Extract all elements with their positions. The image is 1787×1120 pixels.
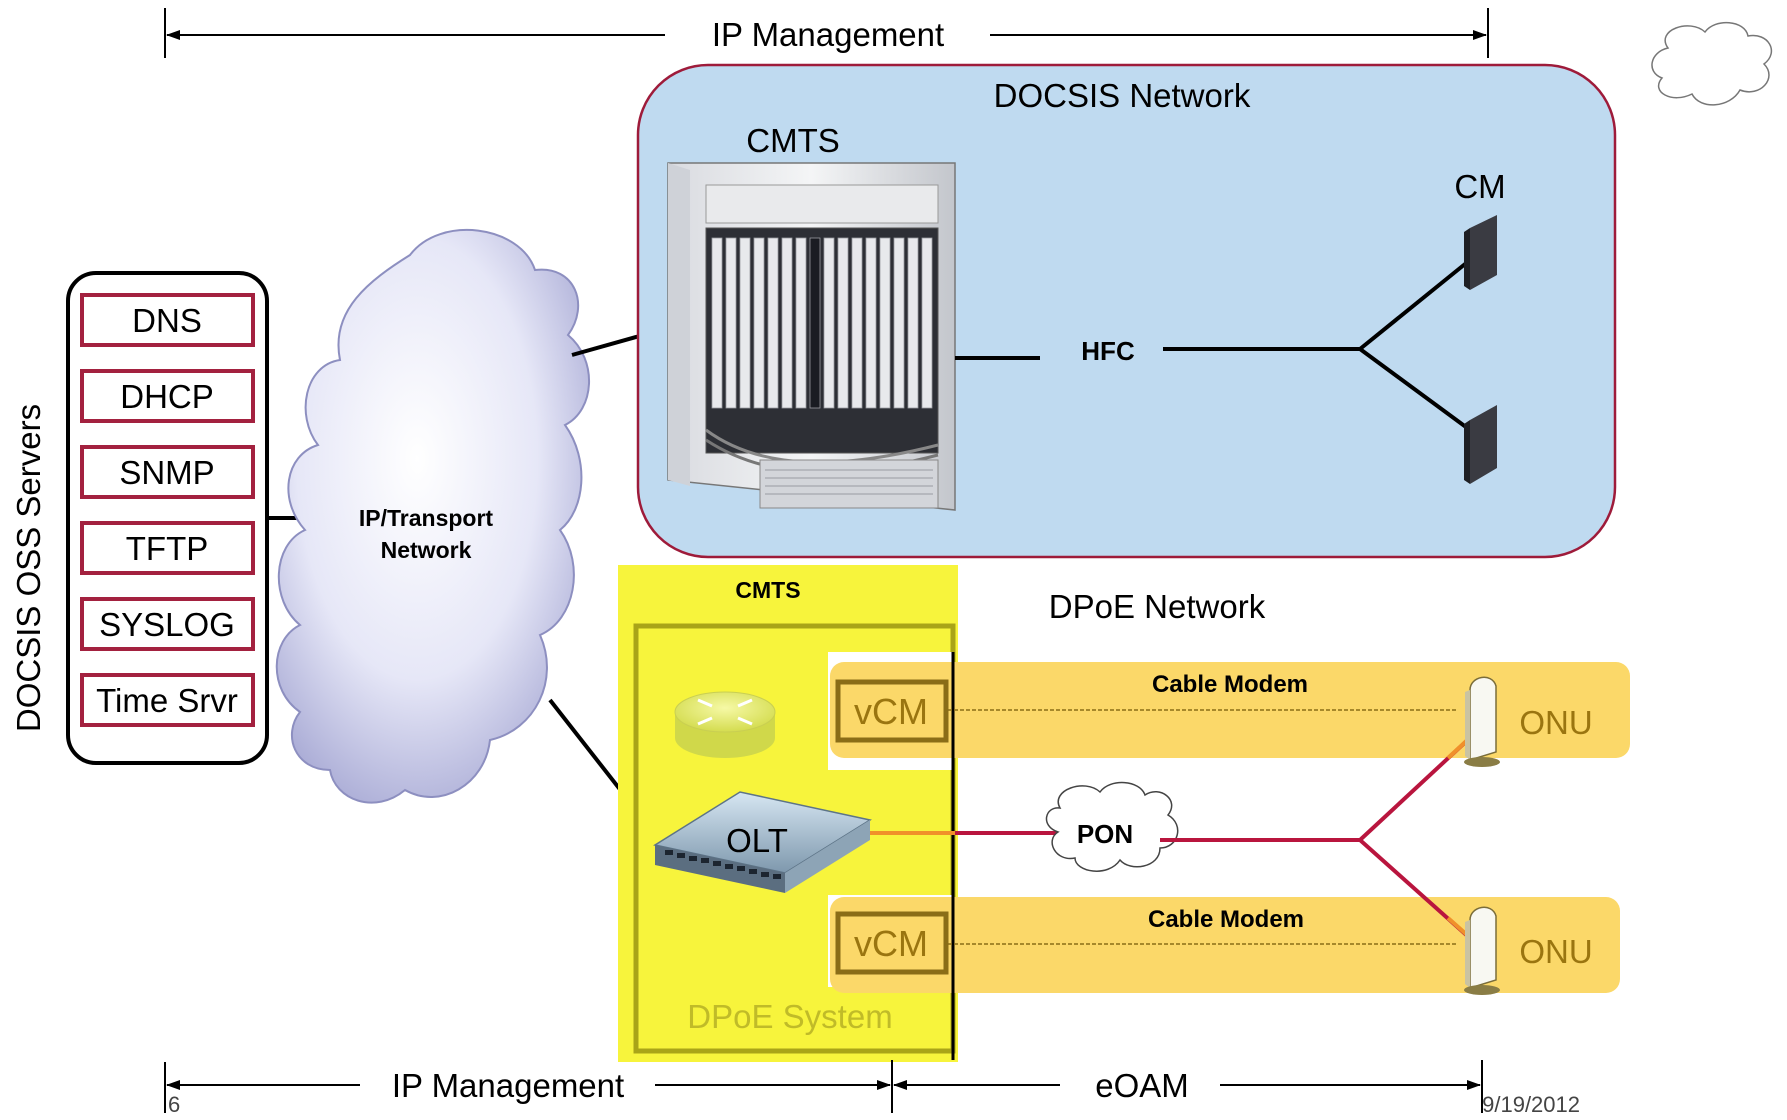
server-label: DNS [132, 302, 202, 339]
rack-card [753, 237, 765, 409]
transport-label-line1: IP/Transport [359, 505, 494, 531]
rack-card [795, 237, 807, 409]
hfc-label: HFC [1081, 336, 1135, 366]
bottom-management-bar: IP Management eOAM [164, 1060, 1483, 1113]
corner-cloud-icon [1651, 22, 1772, 106]
rack-card [879, 237, 891, 409]
rack-card [781, 237, 793, 409]
rack-card [865, 237, 877, 409]
dpoe-network: CMTS DPoE System DPoE Network vCM vCM Ca… [618, 565, 1630, 1062]
server-box [80, 445, 255, 499]
transport-label-line2: Network [381, 537, 472, 563]
onu-icon-1 [1464, 676, 1500, 767]
server-label: SNMP [119, 454, 214, 491]
bottom-ip-management-label: IP Management [392, 1067, 624, 1104]
pon-cloud-icon [1045, 781, 1179, 872]
docsis-cmts-label: CMTS [746, 122, 840, 159]
pon-label: PON [1077, 819, 1133, 849]
router-icon [674, 691, 776, 758]
top-ip-management-bar: IP Management [164, 8, 1489, 58]
cable-modem-bar-2 [830, 897, 1620, 993]
rack-card [809, 237, 821, 409]
dpoe-cmts-label: CMTS [735, 577, 800, 603]
onu-label-1: ONU [1519, 704, 1592, 741]
vcm-box-1 [835, 679, 949, 743]
rack-card [907, 237, 919, 409]
footer-date: 9/19/2012 [1482, 1092, 1580, 1115]
cable-modem-icon-1 [1464, 215, 1497, 290]
vcm-label-1: vCM [854, 691, 928, 732]
olt-label: OLT [726, 822, 788, 859]
server-box [80, 673, 255, 727]
rack-card [893, 237, 905, 409]
server-box [80, 369, 255, 423]
server-list: DNS DHCP SNMP TFTP SYSLOG Time Srvr [80, 293, 255, 727]
transport-cloud: IP/Transport Network [275, 228, 669, 840]
onu-icon-2 [1464, 906, 1500, 995]
server-box [80, 521, 255, 575]
rack-card [851, 237, 863, 409]
eoam-label: eOAM [1095, 1067, 1189, 1104]
hfc-branch-down [1358, 347, 1472, 432]
rack-card [921, 237, 933, 409]
rack-cards [711, 237, 933, 409]
dpoe-system-label: DPoE System [687, 998, 892, 1035]
cable-modem-label-2: Cable Modem [1148, 906, 1304, 933]
vcm-box-2 [835, 911, 949, 975]
docsis-network: DOCSIS Network CMTS HFC CM [636, 63, 1617, 559]
server-label: SYSLOG [99, 606, 235, 643]
server-label: DHCP [120, 378, 214, 415]
top-ip-management-label: IP Management [712, 16, 944, 53]
oss-servers-title: DOCSIS OSS Servers [10, 404, 47, 732]
onu-label-2: ONU [1519, 933, 1592, 970]
oss-servers-panel: DOCSIS OSS Servers DNS DHCP SNMP TFTP SYSLOG… [10, 271, 308, 765]
server-box [80, 293, 255, 347]
rack-card [725, 237, 737, 409]
cmts-rack-icon [667, 162, 956, 511]
server-box [80, 597, 255, 651]
dpoe-network-title: DPoE Network [1049, 588, 1266, 625]
rack-card [837, 237, 849, 409]
rack-card [739, 237, 751, 409]
vcm-label-2: vCM [854, 923, 928, 964]
server-label: TFTP [126, 530, 208, 567]
server-label: Time Srvr [96, 682, 238, 719]
cable-modem-label-1: Cable Modem [1152, 671, 1308, 698]
transport-cloud-icon [275, 228, 590, 804]
rack-card [767, 237, 779, 409]
docsis-network-title: DOCSIS Network [994, 77, 1251, 114]
rack-card [711, 237, 723, 409]
page-number: 6 [168, 1092, 180, 1115]
cm-label: CM [1454, 168, 1505, 205]
olt-device-icon [653, 791, 872, 893]
cable-modem-icon-2 [1464, 405, 1497, 484]
rack-card [823, 237, 835, 409]
hfc-branch-up [1358, 258, 1472, 351]
